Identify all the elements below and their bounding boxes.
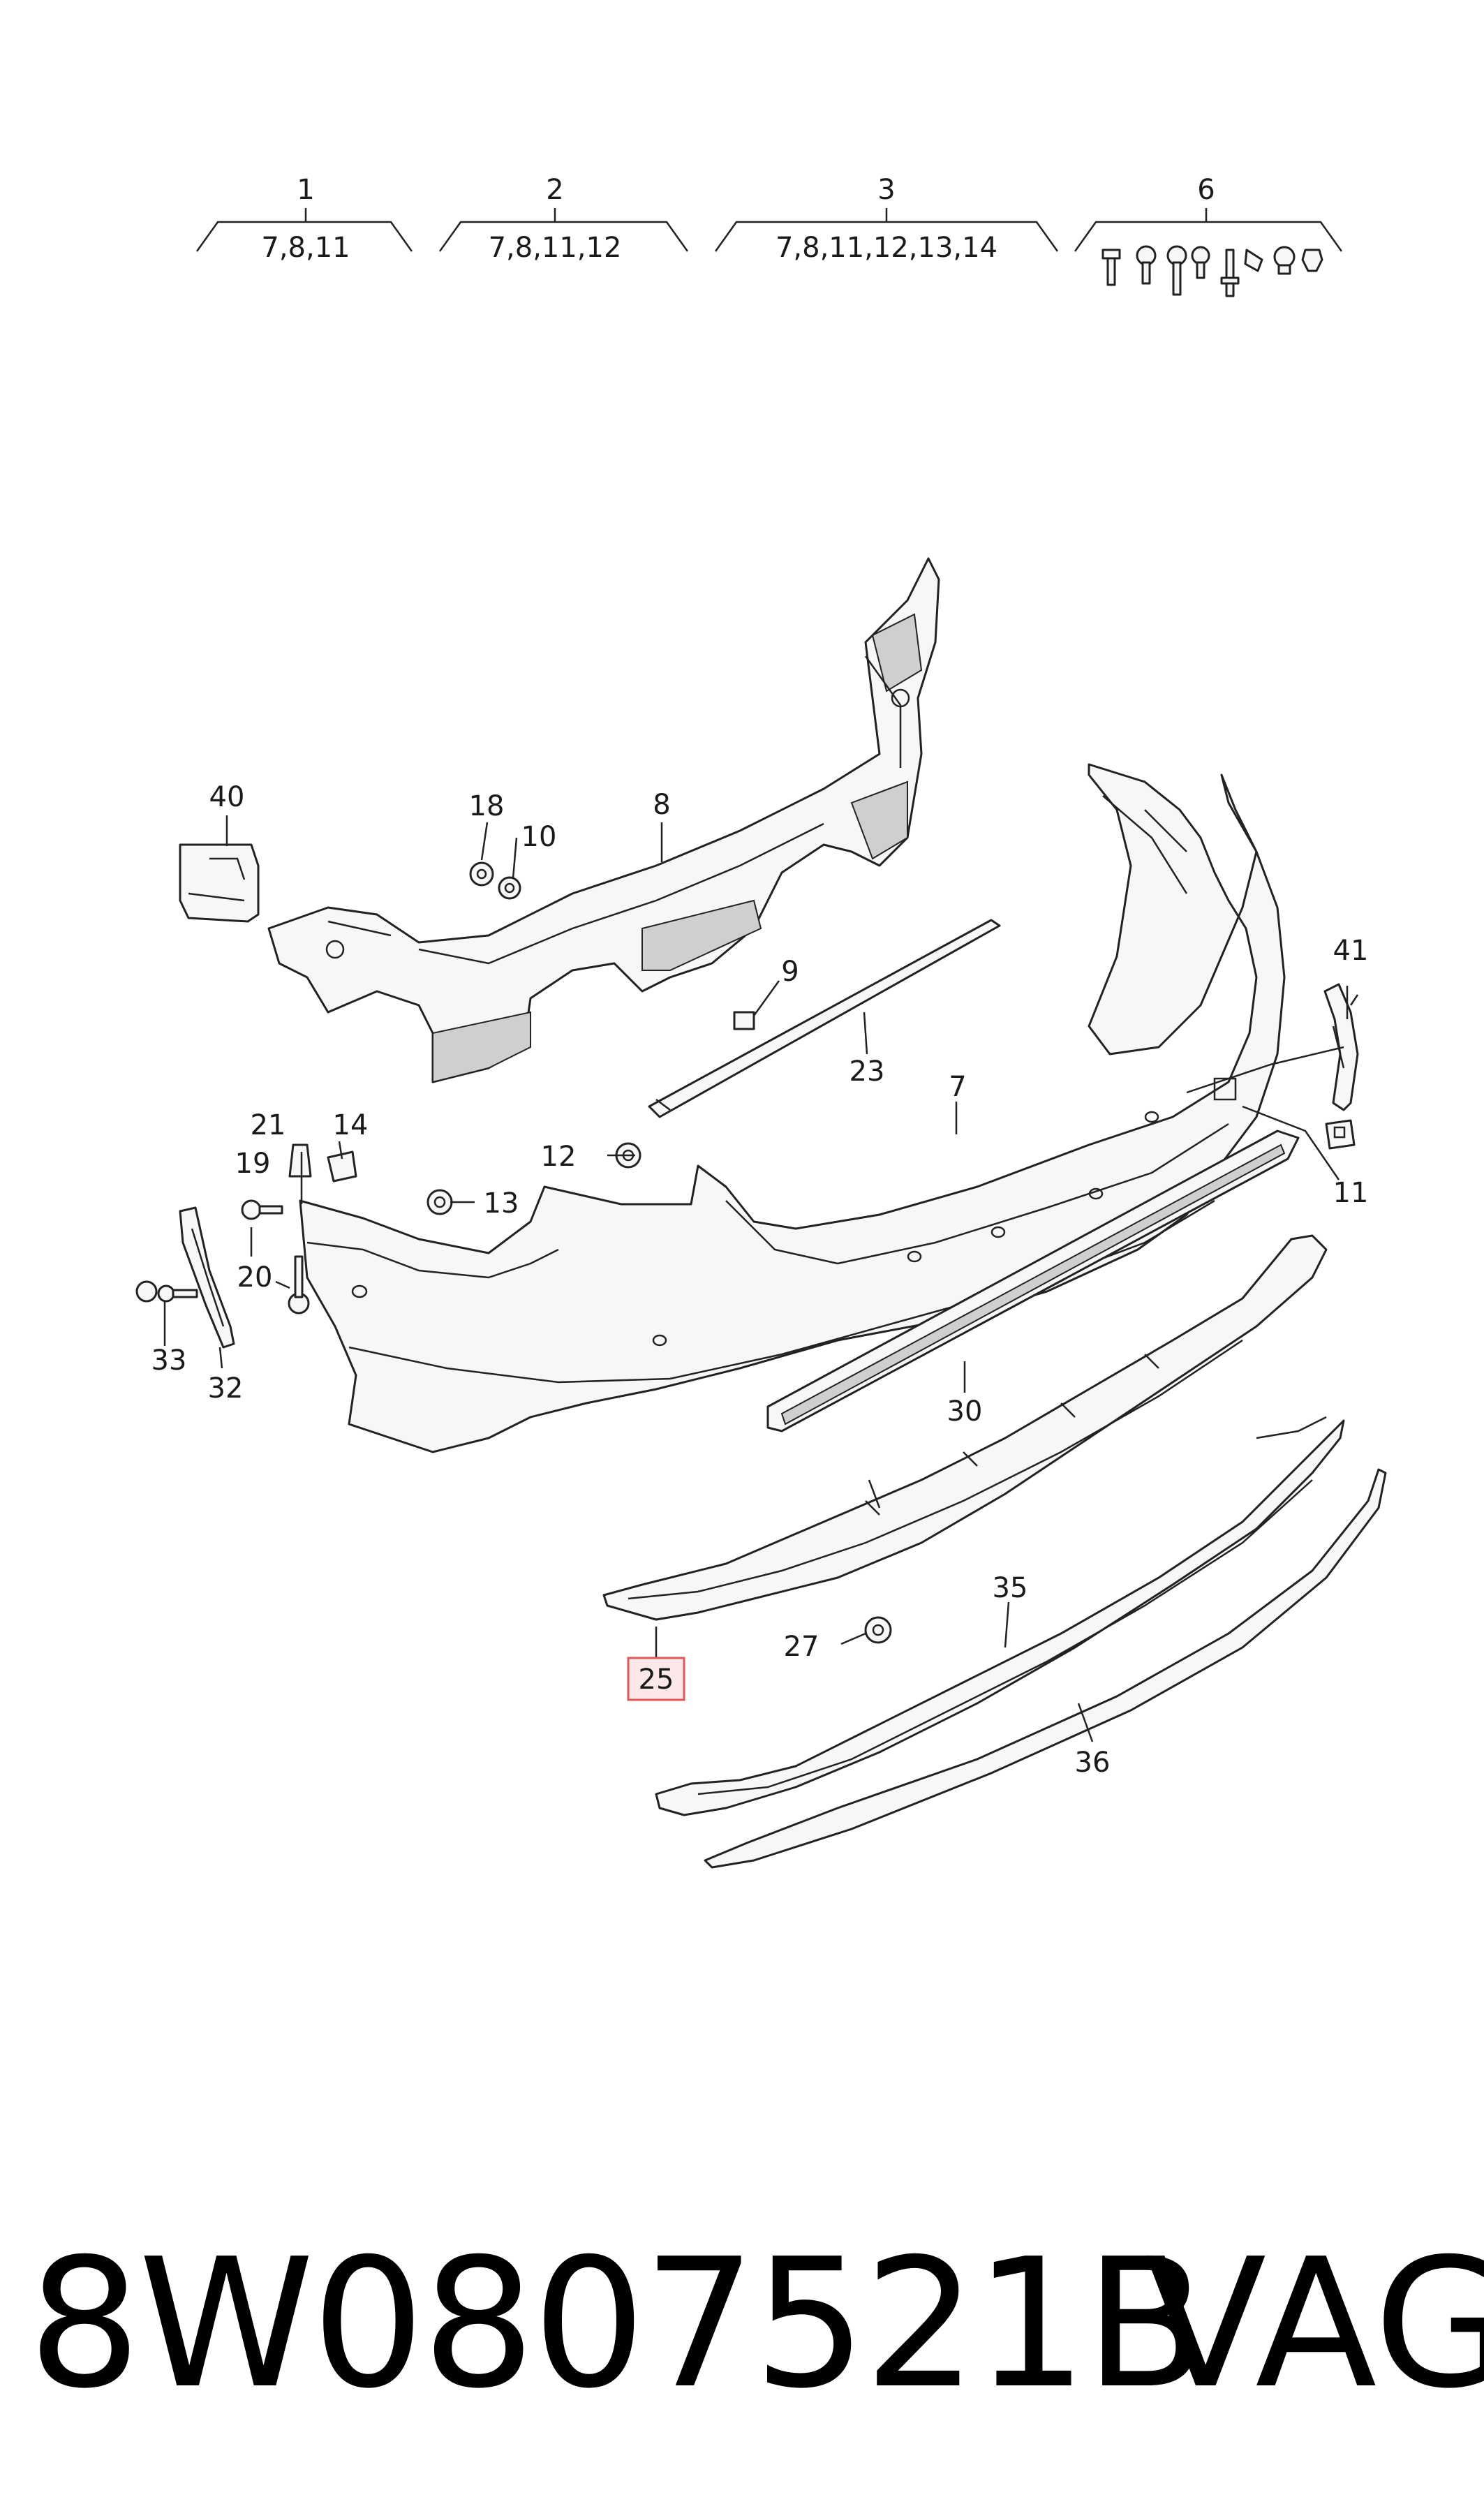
part-13-nut (426, 1189, 453, 1215)
part-32-bracket (179, 1206, 235, 1349)
part-40-bracket (179, 843, 260, 923)
part-8-carrier (267, 557, 940, 1083)
group-2-items: 7,8,11,12 (489, 232, 622, 264)
group-1-number: 1 (297, 174, 314, 206)
group-2-number: 2 (546, 174, 563, 206)
part-30-grille (766, 1130, 1300, 1432)
part-7-bumper-cover (299, 763, 1286, 1453)
callout-21: 21 (251, 1109, 286, 1141)
callout-20: 20 (237, 1261, 273, 1294)
callout-14: 14 (333, 1109, 369, 1141)
callout-30: 30 (947, 1395, 983, 1428)
callout-7: 7 (949, 1071, 966, 1103)
group-header-1: 1 7,8,11 (195, 174, 413, 264)
callout-36: 36 (1075, 1747, 1111, 1779)
part-14-clip (327, 1150, 357, 1183)
part-9-clip (733, 1011, 755, 1030)
callout-25-highlight (627, 1657, 685, 1701)
group-3-number: 3 (877, 174, 895, 206)
part-33-screw (135, 1280, 198, 1303)
part-10-nut (498, 876, 521, 900)
part-19-screw (241, 1199, 283, 1220)
callout-32: 32 (208, 1372, 244, 1405)
callout-8: 8 (653, 789, 670, 821)
part-27-nut (864, 1616, 892, 1644)
callout-11: 11 (1333, 1177, 1369, 1209)
group-3-items: 7,8,11,12,13,14 (776, 232, 997, 264)
callout-41: 41 (1333, 935, 1369, 967)
part-35-lower-trim (655, 1416, 1345, 1816)
part-20-screw (288, 1255, 310, 1314)
part-11-clip (1325, 1119, 1356, 1150)
part-18-nut (469, 861, 494, 887)
group-1-items: 7,8,11 (261, 232, 350, 264)
callout-13: 13 (484, 1187, 519, 1220)
callout-19: 19 (235, 1148, 271, 1180)
callout-9: 9 (781, 956, 799, 988)
callout-25: 25 (639, 1664, 674, 1696)
fastener-icons (1101, 245, 1323, 297)
part-25-diffuser (602, 1234, 1328, 1621)
group-header-3: 3 7,8,11,12,13,14 (714, 174, 1059, 264)
group-header-6: 6 (1074, 174, 1343, 297)
callout-35: 35 (993, 1572, 1028, 1604)
callout-40: 40 (209, 781, 245, 813)
part-number-caption: 8W0807521B (28, 2221, 1207, 2428)
callout-labels: 40 18 10 8 9 23 7 41 11 21 14 19 12 13 2… (151, 781, 1369, 1779)
brand-caption: VAG (1145, 2221, 1484, 2428)
callout-10: 10 (521, 821, 557, 853)
callout-18: 18 (469, 790, 505, 822)
part-21-pin (288, 1143, 312, 1178)
group-header-2: 2 7,8,11,12 (438, 174, 689, 264)
part-23-strip (648, 919, 1001, 1118)
callout-12: 12 (541, 1141, 577, 1173)
group-6-number: 6 (1197, 174, 1215, 206)
callout-27: 27 (784, 1631, 819, 1663)
callout-33: 33 (151, 1345, 187, 1377)
callout-23: 23 (849, 1056, 885, 1088)
part-36-strip (704, 1468, 1387, 1869)
